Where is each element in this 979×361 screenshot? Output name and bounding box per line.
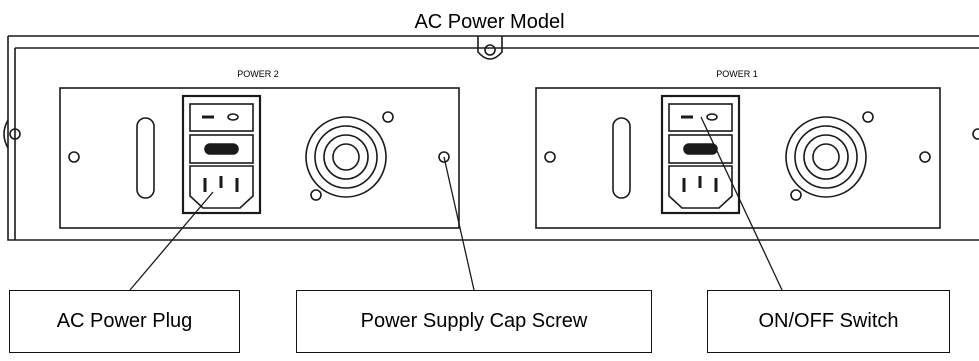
callout-ac-power-plug: AC Power Plug <box>9 290 240 353</box>
module1-fan <box>785 111 874 201</box>
module2-cap-screw <box>438 151 450 163</box>
module-label-power-1: POWER 1 <box>716 69 758 79</box>
right-mount-hole <box>972 128 979 140</box>
module2-onoff-switch <box>189 103 254 132</box>
callout-onoff-switch: ON/OFF Switch <box>707 290 950 353</box>
chassis-outline <box>7 35 979 241</box>
callout-power-supply-cap-screw: Power Supply Cap Screw <box>296 290 652 353</box>
page-title: AC Power Model <box>414 11 565 33</box>
leader-line-plug <box>129 191 214 291</box>
module2-fuse-holder <box>189 134 254 164</box>
module2-ac-plug <box>189 165 254 209</box>
module1-fuse-holder <box>668 134 733 164</box>
module2-inlet-frame <box>181 94 262 215</box>
module1-screw-right <box>919 151 931 163</box>
leader-line-screw <box>443 156 475 291</box>
module1-onoff-switch <box>668 103 733 132</box>
top-mount-tab <box>477 36 503 60</box>
module1-screw-left <box>544 151 556 163</box>
module-label-power-2: POWER 2 <box>237 69 279 79</box>
power-module-2: POWER 2 <box>59 69 460 229</box>
module2-fan <box>305 111 394 201</box>
top-mount-hole <box>484 44 496 56</box>
left-mount-ear <box>3 119 9 149</box>
left-mount-hole <box>9 128 21 140</box>
module1-inlet-frame <box>660 94 741 215</box>
leader-line-switch <box>700 116 783 291</box>
module1-ac-plug <box>668 165 733 209</box>
module2-handle-slot <box>136 117 155 199</box>
power-module-1: POWER 1 <box>535 69 941 229</box>
module2-screw-left <box>68 151 80 163</box>
module1-handle-slot <box>612 117 631 199</box>
